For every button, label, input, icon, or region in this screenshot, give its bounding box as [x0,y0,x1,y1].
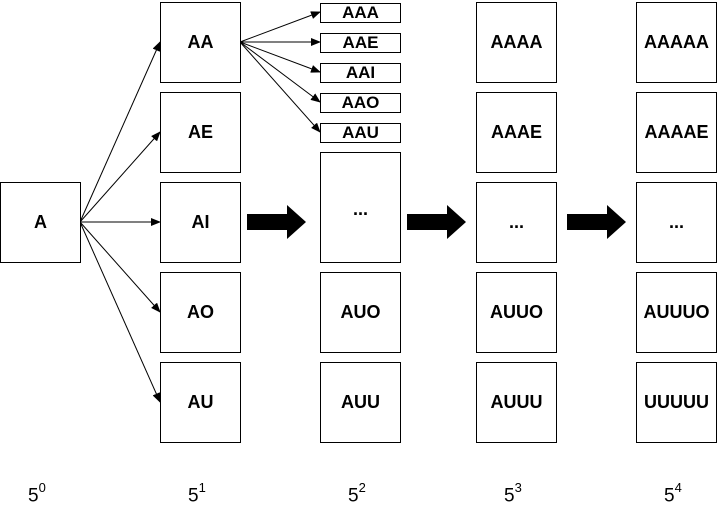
node-l2-top-4: AAU [320,123,401,143]
node-l3-4: AUUU [476,362,557,443]
big-arrow-2 [407,205,466,239]
count-base: 5 [28,485,39,507]
node-label: AUO [340,302,381,322]
node-l2-top-1: AAE [320,33,401,53]
node-l1-4: AU [160,362,241,443]
count-base: 5 [504,485,515,507]
node-l2-top-3: AAO [320,93,401,113]
node-label: AAA [342,3,379,22]
node-label: AUUO [490,302,543,322]
edge-aa-aaa [239,11,321,43]
count-exponent: 3 [514,480,522,495]
node-l4-1: AAAAE [636,92,717,173]
count-label-0: 50 [28,480,46,507]
count-base: 5 [188,485,199,507]
node-label: AAAAA [644,32,709,52]
node-label: ... [508,212,524,232]
edge-aa-aau [239,41,321,133]
node-l2-top-0: AAA [320,3,401,23]
edge-a-au [79,221,161,403]
node-label: AA [187,32,214,52]
node-l1-1: AE [160,92,241,173]
count-label-4: 54 [664,480,682,507]
count-base: 5 [348,485,359,507]
edge-a-ao [79,221,161,313]
node-l2-lower-1: AUU [320,362,401,443]
node-root: A [0,182,81,263]
node-label: AAAE [490,122,542,142]
node-l4-2: ... [636,182,717,263]
edge-a-ae [79,131,161,223]
node-label: ... [352,199,368,219]
edge-a-aa [79,41,161,223]
node-l2-middle: ... [320,152,401,263]
node-l4-0: AAAAA [636,2,717,83]
node-label: AAI [345,63,376,82]
node-label: AO [187,302,214,322]
node-l1-3: AO [160,272,241,353]
node-label: A [34,212,47,232]
node-label: AE [187,122,213,142]
node-l3-0: AAAA [476,2,557,83]
node-label: UUUUU [644,392,709,412]
node-label: AAO [341,93,380,112]
node-label: AUUU [490,392,543,412]
node-label: AUUUO [643,302,710,322]
node-label: AI [191,212,210,232]
count-label-3: 53 [504,480,522,507]
node-l3-2: ... [476,182,557,263]
count-exponent: 0 [38,480,46,495]
node-label: AAE [342,33,379,52]
node-l3-1: AAAE [476,92,557,173]
node-l2-lower-0: AUO [320,272,401,353]
node-label: AAU [342,123,379,142]
node-l1-2: AI [160,182,241,263]
node-l4-3: AUUUO [636,272,717,353]
node-label: ... [668,212,684,232]
node-label: AUU [341,392,380,412]
count-exponent: 2 [358,480,366,495]
big-arrow-3 [567,205,626,239]
node-l1-0: AA [160,2,241,83]
count-label-1: 51 [188,480,206,507]
node-l4-4: UUUUU [636,362,717,443]
count-exponent: 4 [674,480,682,495]
count-exponent: 1 [198,480,206,495]
count-base: 5 [664,485,675,507]
node-label: AU [187,392,214,412]
count-label-2: 52 [348,480,366,507]
node-label: AAAAE [644,122,709,142]
edge-aa-aai [239,41,321,73]
big-arrow-1 [247,205,306,239]
node-label: AAAA [490,32,543,52]
edge-aa-aao [239,41,321,103]
node-l2-top-2: AAI [320,63,401,83]
node-l3-3: AUUO [476,272,557,353]
